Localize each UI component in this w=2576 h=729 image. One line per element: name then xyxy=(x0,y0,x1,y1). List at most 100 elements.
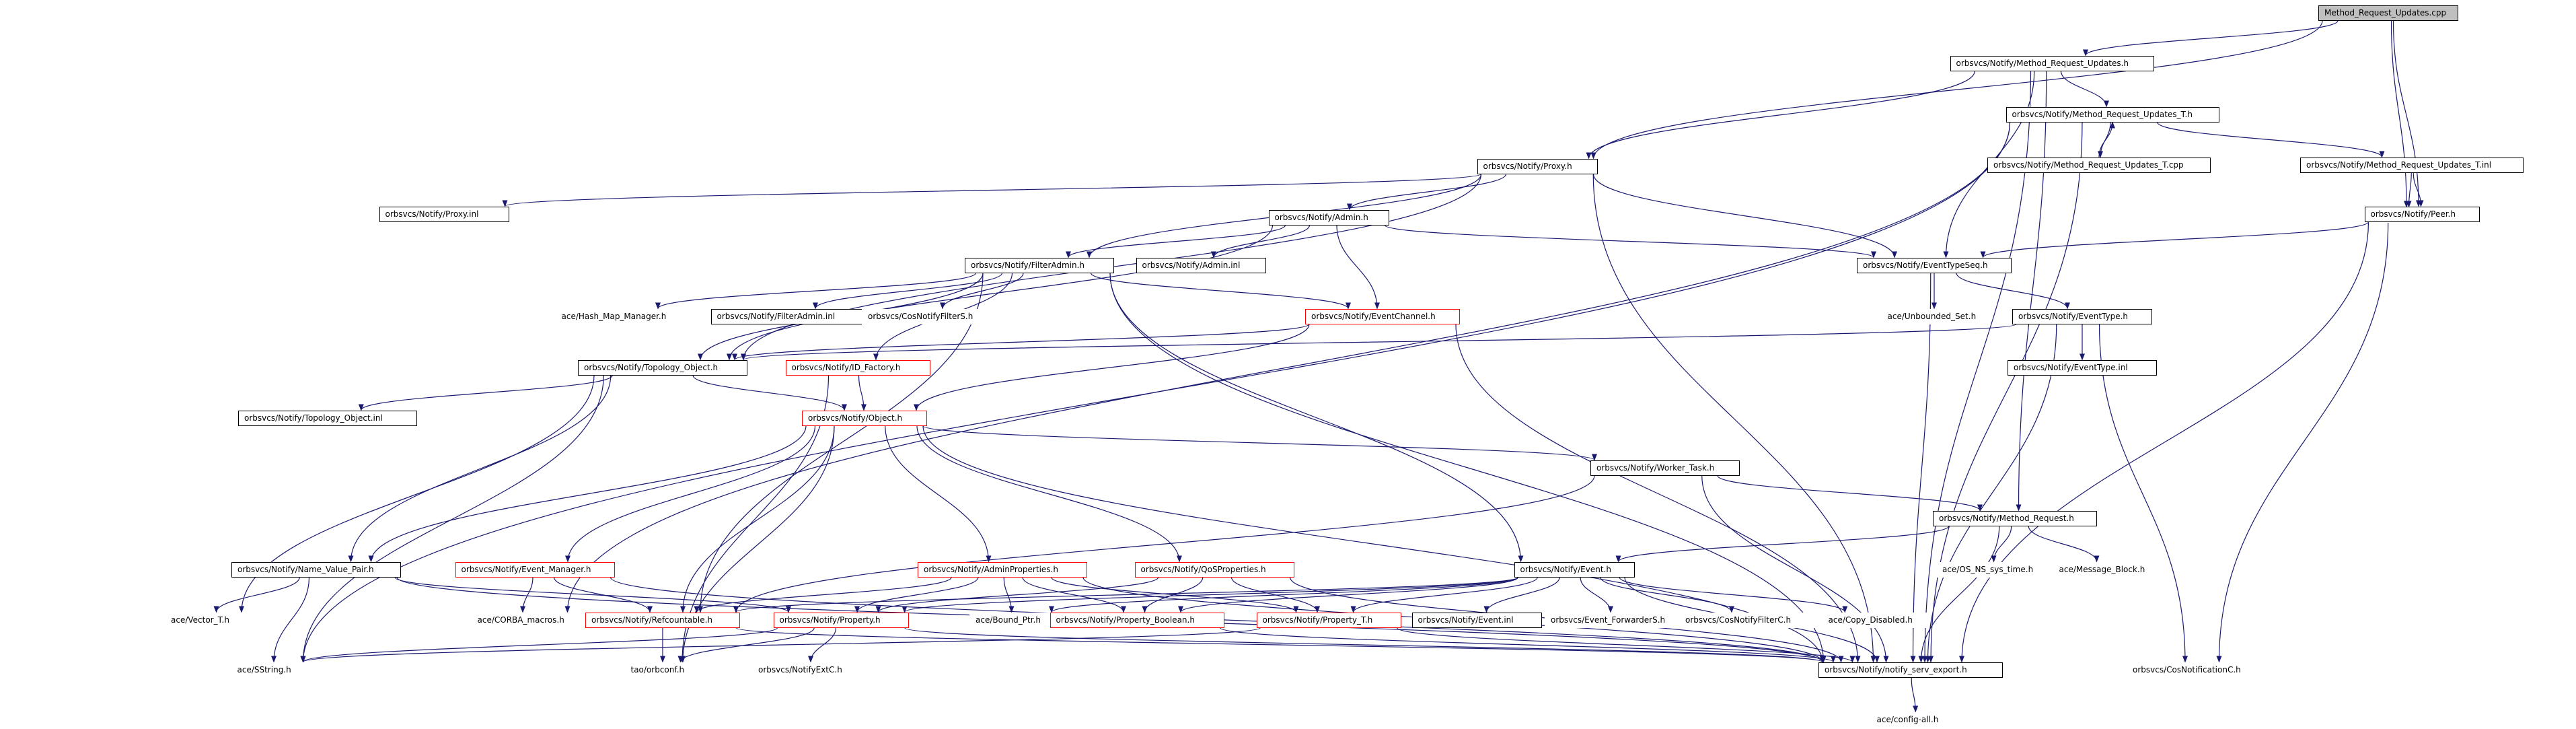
edge-mru-h-to-mru-T-h xyxy=(2060,71,2109,108)
edge-mru-T-cpp-to-mru-T-h xyxy=(2098,121,2115,158)
edge-event-manager-to-corba-macros xyxy=(520,577,533,613)
node-cosnotificationc: orbsvcs/CosNotificationC.h xyxy=(2127,662,2267,678)
node-object-h[interactable]: orbsvcs/Notify/Object.h xyxy=(802,410,927,426)
edge-qosprops-to-property-h xyxy=(875,576,1159,613)
edge-prop-boolean-to-notify-export xyxy=(1219,627,1836,663)
node-mru-T-cpp[interactable]: orbsvcs/Notify/Method_Request_Updates_T.… xyxy=(1987,157,2211,173)
node-adminprops[interactable]: orbsvcs/Notify/AdminProperties.h xyxy=(918,561,1087,578)
edge-object-h-to-qosprops xyxy=(916,425,1182,563)
edge-method-request-to-event-h xyxy=(1615,525,1950,563)
edge-filteradmin-h-to-hash-map xyxy=(655,272,977,310)
edge-property-h-to-tao-orbconf xyxy=(677,627,815,663)
edge-prop-t-to-sstring xyxy=(301,627,1261,663)
node-vector-t: ace/Vector_T.h xyxy=(165,612,246,628)
edge-object-h-to-worker-task xyxy=(922,425,1597,461)
edge-nvp-h-to-property-h xyxy=(394,576,791,613)
edge-root-to-mru-h xyxy=(2083,20,2339,57)
node-topology-inl[interactable]: orbsvcs/Notify/Topology_Object.inl xyxy=(238,410,417,426)
edge-qosprops-to-prop-t xyxy=(1230,577,1320,613)
node-qosprops[interactable]: orbsvcs/Notify/QoSProperties.h xyxy=(1134,561,1294,578)
edge-prop-t-to-notify-export xyxy=(1396,627,1855,663)
edge-event-h-to-bound-ptr xyxy=(1049,576,1519,613)
edge-worker-task-to-refcountable xyxy=(733,475,1595,613)
node-prop-t[interactable]: orbsvcs/Notify/Property_T.h xyxy=(1256,612,1401,628)
edge-object-h-to-adminprops xyxy=(885,425,992,563)
edge-mru-T-inl-to-tao-debug xyxy=(2406,172,2412,208)
edge-method-request-to-notify-export xyxy=(1918,526,2000,663)
node-event-h[interactable]: orbsvcs/Notify/Event.h xyxy=(1514,561,1635,578)
node-eventchannel-h[interactable]: orbsvcs/Notify/EventChannel.h xyxy=(1305,308,1460,324)
node-eventtype-inl[interactable]: orbsvcs/Notify/EventType.inl xyxy=(2008,359,2157,376)
edge-eventtype-h-to-cosnotificationc xyxy=(2098,324,2188,663)
edge-adminprops-to-prop-boolean xyxy=(1022,577,1126,613)
node-peer-h[interactable]: orbsvcs/Notify/Peer.h xyxy=(2364,206,2480,222)
node-event-inl[interactable]: orbsvcs/Notify/Event.inl xyxy=(1411,612,1542,628)
edge-filteradmin-h-to-filteradmin-inl xyxy=(813,273,1003,310)
edge-property-h-to-notifyextc xyxy=(808,627,837,663)
node-notifyextc: orbsvcs/NotifyExtC.h xyxy=(752,662,862,678)
node-event-manager[interactable]: orbsvcs/Notify/Event_Manager.h xyxy=(455,561,615,578)
node-notify-export[interactable]: orbsvcs/Notify/notify_serv_export.h xyxy=(1818,662,2003,678)
edge-mru-T-h-to-mru-T-inl xyxy=(2157,122,2385,158)
node-mru-T-inl[interactable]: orbsvcs/Notify/Method_Request_Updates_T.… xyxy=(2300,157,2524,173)
edge-admin-h-to-admin-inl xyxy=(1211,225,1311,258)
edge-admin-h-to-eventchannel-h xyxy=(1336,225,1380,310)
edge-adminprops-to-bound-ptr xyxy=(1003,577,1015,613)
edge-filteradmin-h-to-refcountable xyxy=(698,273,984,613)
edge-filteradmin-h-to-cosnotifyfilters xyxy=(940,273,1024,310)
node-proxy-inl[interactable]: orbsvcs/Notify/Proxy.inl xyxy=(379,206,509,222)
edge-mru-h-to-notify-export xyxy=(1922,71,2032,663)
node-admin-inl[interactable]: orbsvcs/Notify/Admin.inl xyxy=(1136,257,1266,273)
node-method-request[interactable]: orbsvcs/Notify/Method_Request.h xyxy=(1933,510,2097,526)
edge-event-h-to-cosnotifyfilterc xyxy=(1600,577,1734,613)
node-admin-h[interactable]: orbsvcs/Notify/Admin.h xyxy=(1268,209,1389,225)
edge-event-manager-to-refcountable xyxy=(553,577,653,613)
edge-proxy-h-to-proxy-inl xyxy=(503,173,1482,207)
node-nvp-h[interactable]: orbsvcs/Notify/Name_Value_Pair.h xyxy=(231,561,401,578)
node-prop-boolean[interactable]: orbsvcs/Notify/Property_Boolean.h xyxy=(1050,612,1224,628)
edge-peer-h-to-notify-export xyxy=(1959,221,2369,663)
edge-eventchannel-h-to-topology-h xyxy=(732,323,1310,361)
edge-object-h-to-nvp-h xyxy=(368,425,807,563)
edge-proxy-h-to-eventtypeseq-h xyxy=(1592,174,1897,258)
edge-filteradmin-h-to-eventchannel-h xyxy=(1090,272,1351,310)
edge-mru-h-to-method-request xyxy=(2016,71,2047,512)
node-cosnotifyfilterc: orbsvcs/CosNotifyFilterC.h xyxy=(1679,612,1819,628)
edge-mru-T-h-to-corba-macros xyxy=(564,122,2011,613)
node-filteradmin-inl[interactable]: orbsvcs/Notify/FilterAdmin.inl xyxy=(710,308,871,324)
node-unbounded-set: ace/Unbounded_Set.h xyxy=(1881,308,1987,324)
node-sstring: ace/SString.h xyxy=(231,662,307,678)
edge-eventtype-h-to-notify-export xyxy=(1925,324,2057,663)
edge-eventtypeseq-h-to-eventtype-h xyxy=(1956,273,2070,310)
edge-property-h-to-notify-export xyxy=(904,627,1825,663)
node-eventtype-h[interactable]: orbsvcs/Notify/EventType.h xyxy=(2012,308,2152,324)
edge-id-factory-to-object-h xyxy=(858,375,867,411)
edge-method-request-to-message-block xyxy=(2028,526,2100,563)
node-worker-task[interactable]: orbsvcs/Notify/Worker_Task.h xyxy=(1590,460,1740,476)
edge-topology-h-to-object-h xyxy=(692,375,847,411)
node-mru-T-h[interactable]: orbsvcs/Notify/Method_Request_Updates_T.… xyxy=(2005,106,2219,123)
node-property-h[interactable]: orbsvcs/Notify/Property.h xyxy=(773,612,909,628)
node-cosnotifyfilters: orbsvcs/CosNotifyFilterS.h xyxy=(862,308,1002,324)
node-eventtypeseq-h[interactable]: orbsvcs/Notify/EventTypeSeq.h xyxy=(1857,257,2012,273)
edge-topology-h-to-sstring xyxy=(300,375,604,663)
edge-event-h-to-copy-disabled xyxy=(1619,577,1848,613)
edge-object-h-to-event-manager xyxy=(565,425,816,563)
node-topology-h[interactable]: orbsvcs/Notify/Topology_Object.h xyxy=(578,359,747,376)
node-hash-map: ace/Hash_Map_Manager.h xyxy=(555,308,676,324)
node-mru-h[interactable]: orbsvcs/Notify/Method_Request_Updates.h xyxy=(1950,55,2154,71)
node-os-ns-sys-time: ace/OS_NS_sys_time.h xyxy=(1936,561,2047,578)
node-filteradmin-h[interactable]: orbsvcs/Notify/FilterAdmin.h xyxy=(965,257,1114,273)
edge-method-request-to-os-ns-sys-time xyxy=(1991,526,2012,563)
node-refcountable[interactable]: orbsvcs/Notify/Refcountable.h xyxy=(585,612,740,628)
node-root[interactable]: Method_Request_Updates.cpp xyxy=(2318,5,2458,21)
edge-mru-T-h-to-notify-export xyxy=(1928,122,2083,663)
edge-adminprops-to-refcountable xyxy=(694,576,952,613)
node-proxy-h[interactable]: orbsvcs/Notify/Proxy.h xyxy=(1477,158,1598,174)
edge-topology-h-to-topology-inl xyxy=(358,374,613,411)
node-corba-macros: ace/CORBA_macros.h xyxy=(471,612,572,628)
edge-worker-task-to-method-request xyxy=(1717,475,1983,512)
node-id-factory[interactable]: orbsvcs/Notify/ID_Factory.h xyxy=(785,359,930,376)
edge-qosprops-to-prop-boolean xyxy=(1142,577,1204,613)
